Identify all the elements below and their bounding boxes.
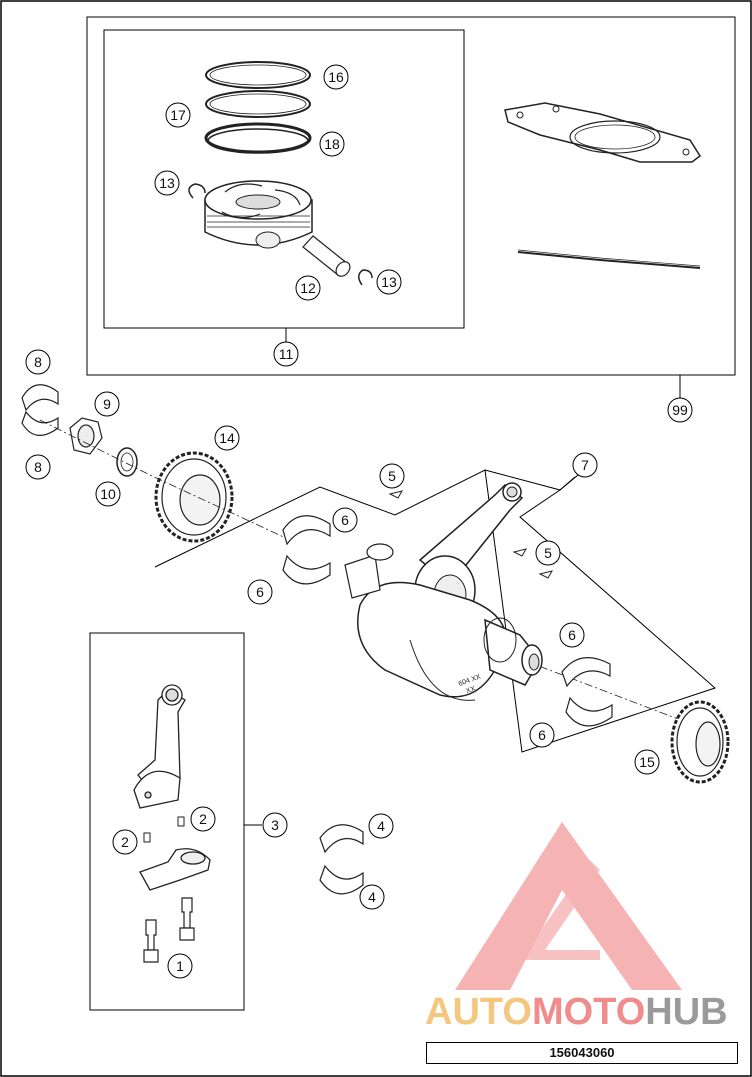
callout-17: 17 (165, 102, 191, 128)
watermark-hub: HUB (645, 991, 727, 1033)
callout-6d: 6 (529, 722, 555, 748)
main-bearing-shells-6 (282, 515, 613, 727)
watermark-wordmark: AUTOMOTOHUB (425, 991, 728, 1033)
washer-10 (116, 447, 138, 477)
svg-text:2: 2 (121, 834, 129, 850)
callout-6a: 6 (332, 507, 358, 533)
svg-text:5: 5 (388, 468, 396, 484)
svg-text:1: 1 (176, 958, 184, 974)
svg-text:14: 14 (219, 430, 235, 446)
callout-3: 3 (262, 812, 288, 838)
svg-text:3: 3 (271, 817, 279, 833)
svg-text:6: 6 (341, 512, 349, 528)
assembly-axis-line (39, 419, 721, 736)
callouts: 1 2 2 3 4 4 5 5 6 6 6 6 7 8 8 9 10 11 12… (25, 64, 693, 979)
callout-8b: 8 (25, 454, 51, 480)
piston-rings (204, 61, 312, 154)
callout-6b: 6 (247, 579, 273, 605)
piston-circlip-left (188, 183, 206, 199)
callout-13b: 13 (376, 269, 402, 295)
svg-text:15: 15 (639, 754, 655, 770)
woodruff-key-5a (388, 490, 404, 499)
cylinder-base-gasket-edge (517, 249, 701, 267)
piston-kit-11-frame (103, 29, 465, 329)
callout-4b: 4 (359, 884, 385, 910)
svg-text:7: 7 (581, 457, 589, 473)
svg-text:13: 13 (159, 175, 175, 191)
callout-4a: 4 (368, 813, 394, 839)
svg-text:9: 9 (103, 396, 111, 412)
dowel-pin-2b (143, 832, 151, 843)
svg-text:17: 17 (170, 107, 186, 123)
svg-text:8: 8 (34, 354, 42, 370)
svg-text:8: 8 (34, 459, 42, 475)
woodruff-key-5c (538, 570, 554, 579)
crank-nut-9 (69, 417, 103, 455)
crank-stamp-line2: XX (465, 685, 476, 695)
svg-text:4: 4 (377, 818, 385, 834)
callout-9: 9 (94, 391, 120, 417)
piston-pin (302, 235, 351, 277)
svg-text:11: 11 (279, 346, 294, 362)
callout-14: 14 (214, 425, 240, 451)
svg-text:6: 6 (538, 727, 546, 743)
svg-text:10: 10 (100, 486, 116, 502)
callout-7: 7 (572, 452, 598, 478)
connecting-rod (133, 684, 186, 809)
svg-text:16: 16 (328, 69, 344, 85)
watermark-auto: AUTO (425, 991, 532, 1033)
document-number: 156043060 (426, 1042, 738, 1064)
callout-10: 10 (95, 481, 121, 507)
conrod-bolts (143, 897, 195, 963)
watermark-logo-triangle (455, 822, 682, 990)
callout-18: 18 (319, 131, 345, 157)
conrod-kit-3-frame (89, 632, 245, 1011)
callout-8a: 8 (25, 349, 51, 375)
watermark-moto: MOTO (532, 991, 645, 1033)
svg-text:12: 12 (300, 280, 316, 296)
callout-12: 12 (295, 275, 321, 301)
svg-text:AUTOMOTOHUB: AUTOMOTOHUB (425, 991, 728, 1033)
kit-99-frame (86, 16, 736, 376)
callout-5a: 5 (379, 463, 405, 489)
crankshaft-assembly (344, 482, 543, 701)
callout-5b: 5 (535, 540, 561, 566)
svg-text:13: 13 (381, 274, 397, 290)
callout-11: 11 (273, 341, 299, 367)
callout-6c: 6 (559, 622, 585, 648)
woodruff-key-5b (512, 548, 528, 557)
gear-15 (670, 700, 730, 784)
leader-7 (559, 474, 579, 491)
cylinder-head-gasket (504, 102, 702, 163)
svg-text:4: 4 (368, 889, 376, 905)
svg-text:6: 6 (256, 584, 264, 600)
dowel-pin-2a (177, 816, 185, 827)
gear-14 (154, 451, 234, 543)
piston (204, 180, 313, 249)
bearing-shells-8 (21, 384, 59, 436)
piston-circlip-right (358, 269, 373, 286)
svg-text:2: 2 (199, 811, 207, 827)
svg-text:5: 5 (544, 545, 552, 561)
callout-2b: 2 (112, 829, 138, 855)
callout-2a: 2 (190, 806, 216, 832)
svg-text:6: 6 (568, 627, 576, 643)
callout-13a: 13 (154, 170, 180, 196)
callout-1: 1 (167, 953, 193, 979)
callout-15: 15 (634, 749, 660, 775)
conrod-cap (139, 848, 211, 891)
conrod-bearing-shells-4 (319, 824, 364, 895)
callout-16: 16 (323, 64, 349, 90)
svg-text:18: 18 (324, 136, 340, 152)
callout-99: 99 (667, 397, 693, 423)
cylinder-base-gasket (517, 251, 701, 269)
svg-text:99: 99 (672, 402, 688, 418)
